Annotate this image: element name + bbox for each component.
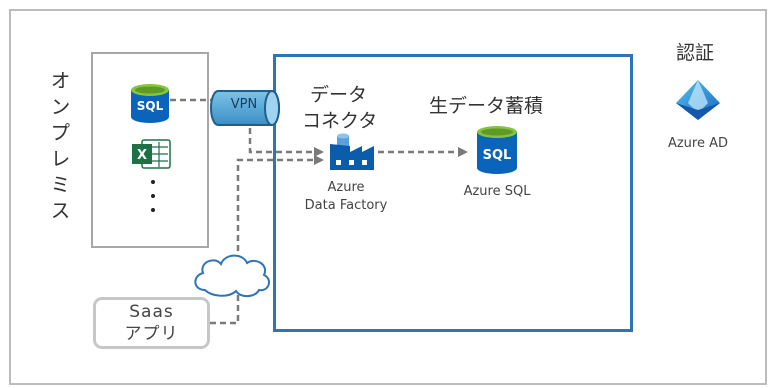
sql-icon-text: SQL [137, 99, 164, 113]
raw-storage-label: 生データ蓄積 [429, 95, 544, 117]
azure-box [273, 54, 633, 332]
azure-sql-label: Azure SQL [463, 184, 531, 199]
connector-label-line1: データ [310, 84, 368, 106]
saas-label-line1: Saas [129, 302, 174, 322]
data-factory-icon [330, 133, 374, 170]
more-items-ellipsis [149, 180, 159, 222]
excel-icon-text: X [137, 148, 147, 163]
auth-label: 認証 [676, 42, 715, 64]
azure-ad-label: Azure AD [667, 136, 729, 151]
saas-to-factory-arrow [210, 155, 324, 325]
connector-label-line2: コネクタ [302, 110, 378, 132]
factory-label-line2: Data Factory [304, 198, 388, 213]
vpn-tunnel-icon [210, 90, 280, 126]
azure-sql-icon: SQL [477, 126, 517, 174]
sql-database-icon: SQL [131, 84, 169, 123]
vpn-to-factory-arrow [248, 118, 324, 157]
saas-app-box: Saas アプリ [93, 297, 210, 349]
excel-icon: X [132, 139, 171, 169]
saas-label-line2: アプリ [124, 324, 179, 344]
diagram-frame [9, 9, 767, 385]
azure-sql-icon-text: SQL [483, 148, 512, 163]
factory-label-line1: Azure [327, 180, 365, 195]
vpn-label: VPN [230, 97, 258, 112]
on-premise-label: オンプレミス [47, 70, 71, 226]
azure-ad-icon [676, 80, 720, 120]
cloud-icon [194, 254, 270, 298]
